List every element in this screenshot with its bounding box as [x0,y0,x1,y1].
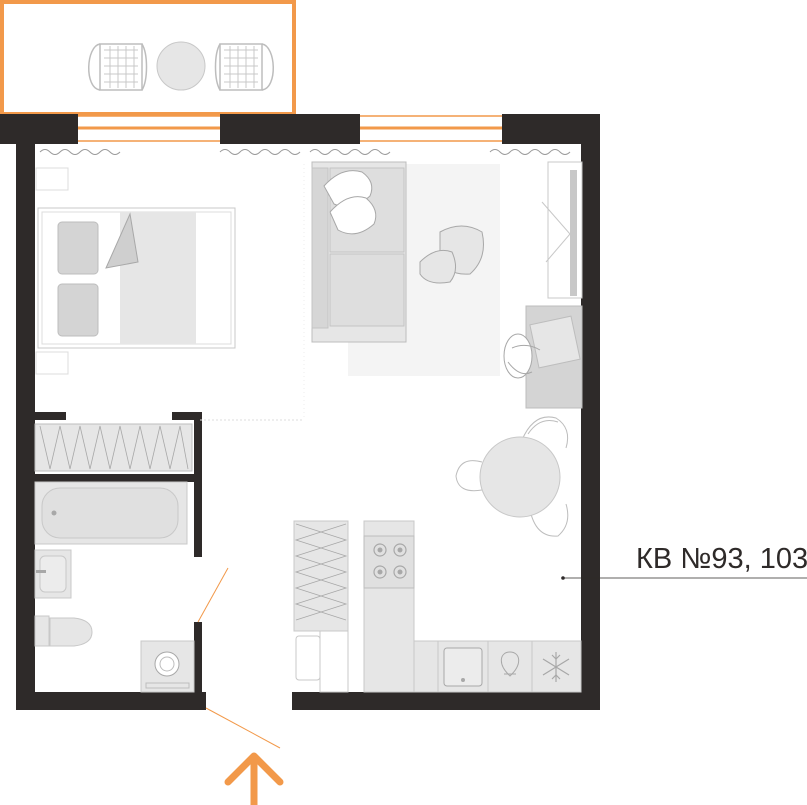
coffee-table [419,225,484,284]
arrow-up-icon [224,752,284,805]
bed [35,167,236,375]
snowflake-icon [531,640,582,693]
washbasin [34,549,72,599]
dishwasher [487,640,533,693]
balcony-table [156,41,206,91]
dining-chair-left [455,460,483,492]
living-zone [311,161,500,376]
shoe-bench [295,630,349,693]
kitchen [293,520,582,693]
balcony-chair-left [88,43,148,91]
cooktop [363,520,415,693]
partition-walls [33,412,202,700]
sink-icon [437,640,489,693]
toilet [34,615,93,647]
windows [78,115,502,142]
apartment-label-group: КВ №93, 103 [561,543,807,580]
counter [413,640,439,693]
bathroom [34,481,195,693]
armchair [503,305,583,409]
wardrobe [34,423,193,472]
balcony-chair-right [214,43,274,91]
curtains [39,149,571,155]
sofa-pillows [323,170,377,235]
bathtub [34,481,188,545]
washing-machine-icon [140,640,195,693]
doors [197,164,305,749]
balcony [0,0,296,116]
hallway-wardrobe [293,520,349,632]
apartment-number-label: КВ №93, 103 [636,543,807,575]
tv-unit [541,161,583,299]
outer-walls [0,114,600,710]
dining-set [455,416,569,537]
